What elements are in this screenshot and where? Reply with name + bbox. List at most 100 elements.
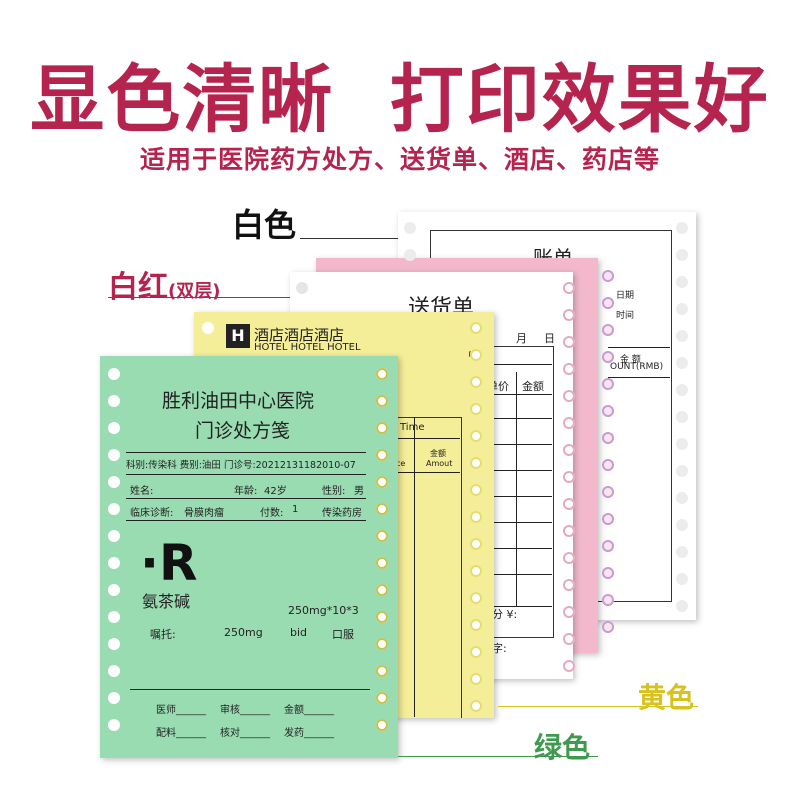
delivery-row-line — [480, 606, 552, 607]
perforation-hole — [108, 530, 120, 542]
delivery-total: 分 ¥: — [492, 608, 518, 621]
drug-dosage: 250mg*10*3 — [288, 604, 359, 617]
delivery-col-line — [516, 372, 517, 607]
hotel-name-en: HOTEL HOTEL HOTEL — [254, 342, 361, 353]
perforation-hole — [376, 584, 388, 596]
perforation-hole — [202, 322, 214, 334]
perforation-hole — [470, 484, 482, 496]
instruct-frequency: bid — [290, 626, 308, 639]
perforation-hole — [470, 349, 482, 361]
label-green: 绿色 — [534, 731, 591, 764]
perforation-hole — [376, 611, 388, 623]
perforation-hole — [563, 471, 575, 483]
perforation-hole — [563, 444, 575, 456]
perforation-hole — [563, 498, 575, 510]
white-frag-date: 日期 — [616, 291, 635, 301]
perforation-hole — [563, 552, 575, 564]
perforation-hole — [676, 465, 688, 477]
perforation-hole — [563, 363, 575, 375]
perforation-hole — [602, 567, 614, 579]
perforation-hole — [676, 492, 688, 504]
green-rule — [126, 498, 366, 499]
perforation-hole — [108, 611, 120, 623]
sex-label: 性别: — [322, 486, 346, 497]
perforation-hole — [602, 459, 614, 471]
instruct-label: 嘱托: — [150, 628, 176, 641]
perforation-hole — [676, 357, 688, 369]
rx-symbol: ·R — [140, 534, 198, 592]
perforation-hole — [470, 403, 482, 415]
drug-name: 氨茶碱 — [142, 592, 191, 611]
hotel-frag-price: ce — [396, 459, 406, 468]
delivery-col-amount: 金额 — [522, 380, 544, 393]
delivery-row-line — [480, 496, 552, 497]
perforation-hole — [376, 557, 388, 569]
white-frag-time: 时间 — [616, 311, 635, 321]
perforation-hole — [108, 692, 120, 704]
diagnosis-value: 骨膜肉瘤 — [184, 508, 224, 519]
delivery-row-line — [480, 394, 552, 395]
perforation-hole — [602, 540, 614, 552]
perforation-hole — [108, 665, 120, 677]
perforation-hole — [602, 297, 614, 309]
pharmacy-name: 传染药房 — [322, 508, 362, 519]
age-value: 42岁 — [264, 486, 287, 497]
green-paper: 胜利油田中心医院 门诊处方笺 科别:传染科 费别:油田 门诊号:20212131… — [100, 356, 398, 758]
sex-value: 男 — [354, 486, 364, 497]
white-frag-amount: 金 额 — [620, 355, 641, 365]
perforation-hole — [470, 511, 482, 523]
count-value: 1 — [292, 504, 299, 515]
issue-field: 发药______ — [284, 728, 334, 739]
hotel-col-amount-en: Amout — [426, 459, 453, 468]
perforation-hole — [563, 417, 575, 429]
perforation-hole — [470, 538, 482, 550]
perforation-hole — [676, 546, 688, 558]
perforation-hole — [563, 390, 575, 402]
perforation-hole — [470, 457, 482, 469]
prescription-title: 门诊处方笺 — [195, 420, 291, 442]
perforation-hole — [676, 330, 688, 342]
perforation-hole — [404, 249, 416, 261]
hotel-col-line — [414, 417, 415, 717]
perforation-hole — [602, 324, 614, 336]
delivery-month: 月 — [516, 332, 527, 345]
perforation-hole — [296, 282, 308, 294]
green-rule — [126, 452, 366, 453]
perforation-hole — [602, 378, 614, 390]
perforation-hole — [602, 486, 614, 498]
perforation-hole — [108, 503, 120, 515]
perforation-hole — [376, 692, 388, 704]
perforation-hole — [470, 592, 482, 604]
label-white-red: 白红(双层) — [108, 262, 220, 306]
label-green-line — [398, 756, 598, 757]
perforation-hole — [108, 476, 120, 488]
label-white-red-main: 白红 — [108, 270, 168, 305]
patient-name-label: 姓名: — [130, 486, 154, 497]
perforation-hole — [602, 513, 614, 525]
delivery-row-line — [480, 444, 552, 445]
label-white-line — [300, 238, 418, 239]
white-rule — [608, 347, 670, 348]
delivery-row-line — [480, 548, 552, 549]
perforation-hole — [376, 719, 388, 731]
perforation-hole — [470, 376, 482, 388]
delivery-row-line — [480, 364, 552, 365]
perforation-hole — [676, 276, 688, 288]
doctor-field: 医师______ — [156, 705, 206, 716]
delivery-row-line — [480, 574, 552, 575]
perforation-hole — [676, 249, 688, 261]
hotel-logo: H — [226, 324, 250, 348]
perforation-hole — [676, 573, 688, 585]
label-white: 白色 — [232, 206, 297, 244]
perforation-hole — [676, 600, 688, 612]
perforation-hole — [602, 270, 614, 282]
perforation-hole — [563, 579, 575, 591]
hotel-col-time: Time — [400, 422, 425, 433]
hospital-name: 胜利油田中心医院 — [162, 390, 315, 412]
perforation-hole — [563, 309, 575, 321]
perforation-hole — [376, 665, 388, 677]
perforation-hole — [376, 395, 388, 407]
perforation-hole — [376, 368, 388, 380]
perforation-hole — [376, 503, 388, 515]
delivery-day: 日 — [544, 332, 555, 345]
